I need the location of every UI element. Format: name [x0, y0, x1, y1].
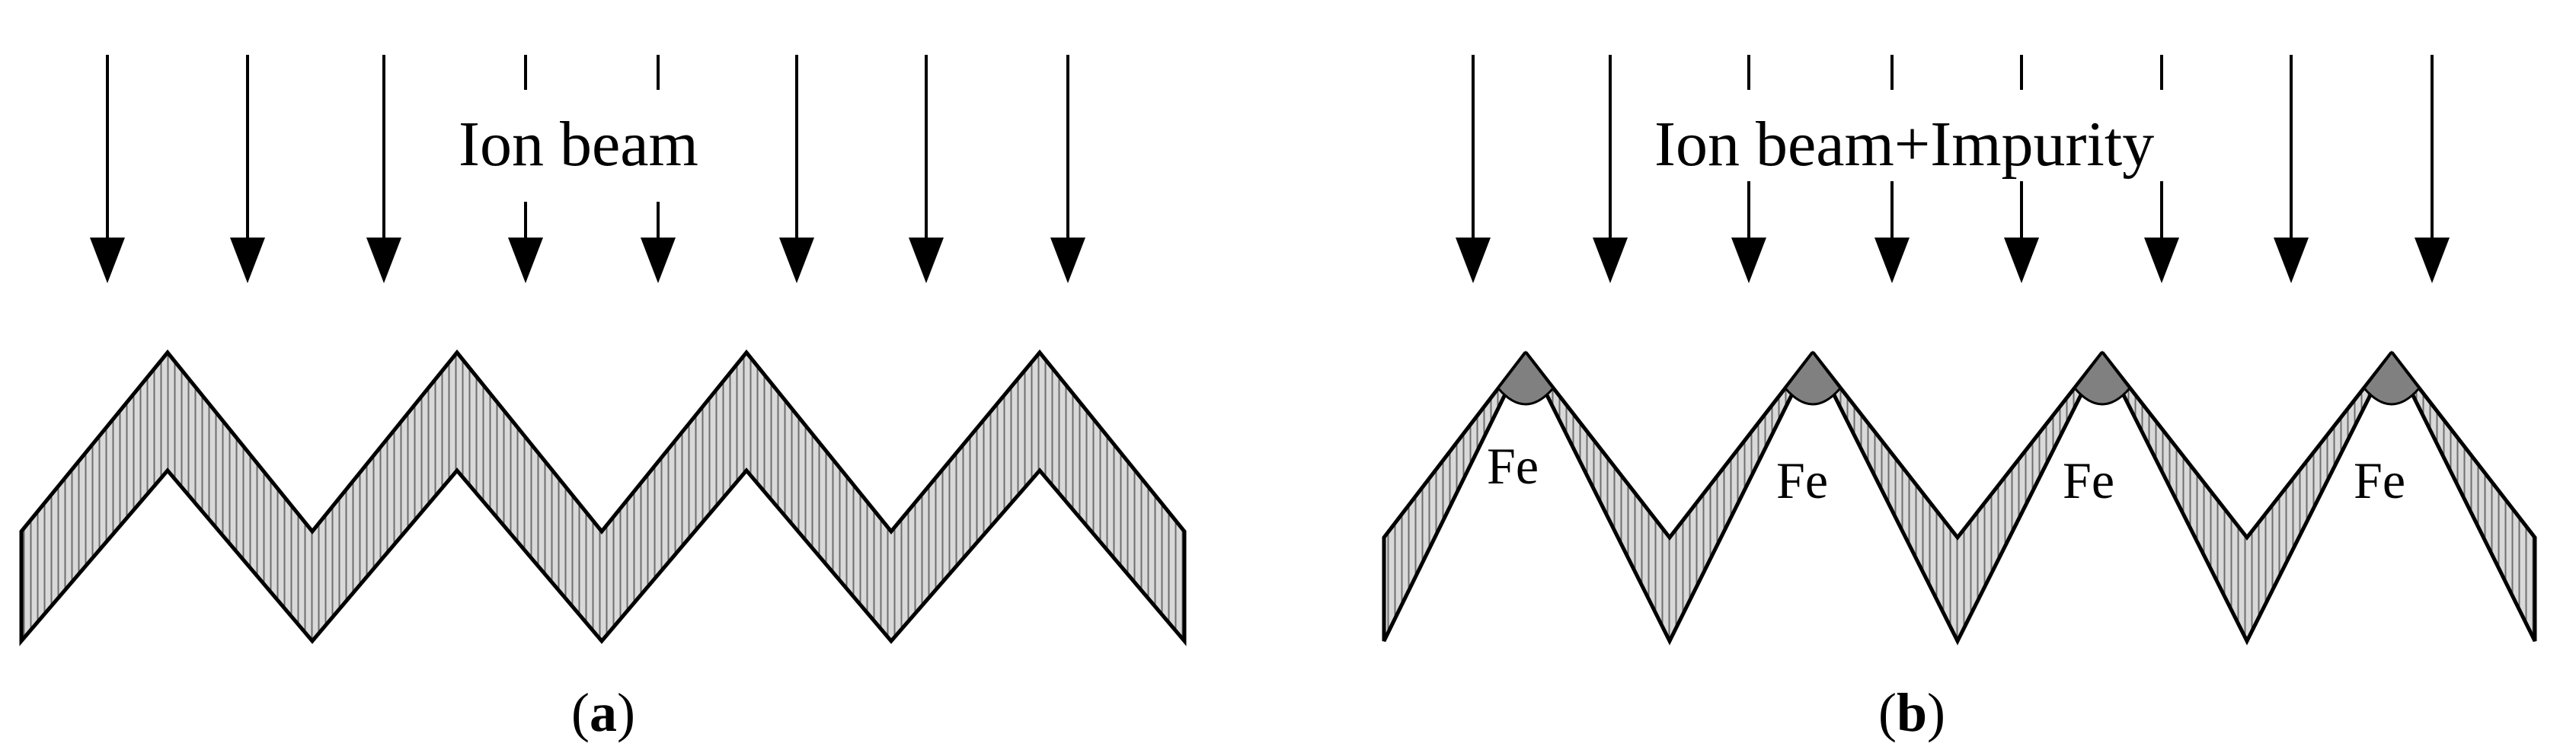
panel-a — [19, 55, 1187, 646]
fe-label: Fe — [1487, 437, 1539, 495]
fe-label: Fe — [2063, 451, 2114, 509]
panel-b — [1382, 55, 2537, 646]
fe-impurity-cap — [1497, 350, 1555, 406]
panel-b-caption-letter: b — [1896, 682, 1928, 743]
ion-beam-arrow — [779, 55, 814, 283]
ion-beam-arrow — [366, 55, 401, 283]
surface-segment — [1523, 351, 1815, 646]
ion-beam-arrow — [2274, 55, 2309, 283]
impurity-caps — [1497, 350, 2421, 406]
ion-beam-arrow — [1731, 55, 1766, 283]
panel-a-caption-letter: a — [589, 682, 617, 743]
ion-beam-arrow — [508, 55, 543, 283]
ion-beam-arrow — [2004, 55, 2039, 283]
panel-b-arrows — [1456, 55, 2450, 283]
surface-segment — [1811, 351, 2105, 646]
ion-beam-arrow — [909, 55, 944, 283]
ion-beam-arrow — [1456, 55, 1491, 283]
ion-beam-arrow — [90, 55, 125, 283]
zigzag-surface — [19, 349, 1187, 646]
ion-beam-arrow — [1874, 55, 1910, 283]
panel-b-beam-label: Ion beam+Impurity — [1650, 113, 2159, 177]
fe-impurity-cap — [2073, 350, 2131, 406]
fe-label: Fe — [1776, 451, 1828, 509]
surface-segment — [1382, 351, 1528, 643]
panel-b-caption: (b) — [1878, 682, 1946, 743]
ion-beam-arrow — [1593, 55, 1628, 283]
panel-a-caption: (a) — [571, 682, 635, 743]
ion-beam-arrow — [230, 55, 265, 283]
ion-beam-arrow — [2415, 55, 2450, 283]
surface-segment — [2100, 351, 2394, 646]
ion-beam-arrow — [2144, 55, 2179, 283]
zigzag-surface-eroded — [1382, 351, 2537, 646]
fe-label: Fe — [2354, 451, 2405, 509]
ion-beam-arrow — [1050, 55, 1085, 283]
surface-segment — [2389, 351, 2537, 643]
ion-beam-arrow — [641, 55, 676, 283]
panel-a-beam-label: Ion beam — [454, 113, 703, 177]
fe-impurity-cap — [2363, 350, 2421, 406]
fe-impurity-cap — [1784, 350, 1842, 406]
panel-a-arrows — [90, 55, 1085, 283]
